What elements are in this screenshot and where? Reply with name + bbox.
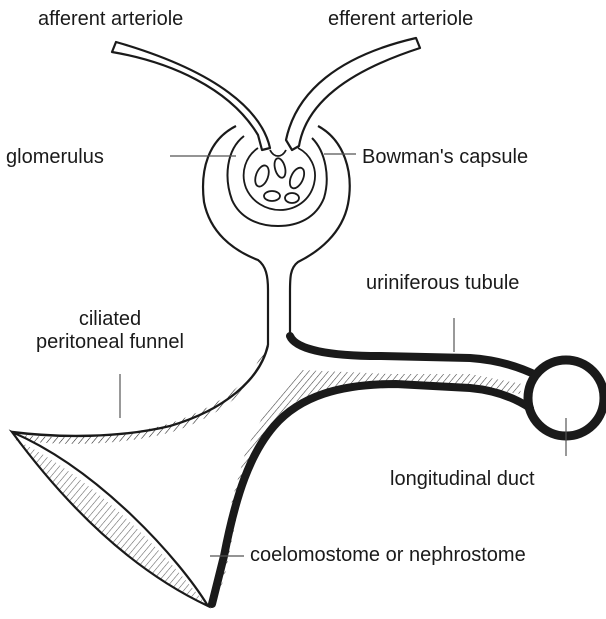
funnel-opening-hatching [16, 440, 204, 602]
label-bowmans-capsule: Bowman's capsule [362, 146, 528, 169]
label-ciliated-funnel-line1: ciliated [0, 308, 220, 331]
tubule-lower-wall [212, 384, 530, 604]
capsule-inner-wall [228, 136, 327, 226]
funnel-upper-wall [12, 345, 268, 436]
label-uriniferous-tubule: uriniferous tubule [366, 272, 519, 295]
label-longitudinal-duct: longitudinal duct [390, 468, 535, 491]
label-coelomostome: coelomostome or nephrostome [250, 544, 526, 567]
glomerulus-tuft [244, 148, 315, 210]
efferent-arteriole [286, 38, 420, 150]
afferent-arteriole [112, 42, 270, 150]
label-ciliated-funnel-line2: peritoneal funnel [0, 331, 220, 354]
label-ciliated-funnel: ciliated peritoneal funnel [0, 308, 220, 354]
tubule-upper-wall [290, 336, 538, 376]
label-afferent-arteriole: afferent arteriole [38, 8, 183, 31]
funnel-cilia-hatching [14, 350, 266, 444]
label-efferent-arteriole: efferent arteriole [328, 8, 473, 31]
label-glomerulus: glomerulus [6, 146, 104, 169]
